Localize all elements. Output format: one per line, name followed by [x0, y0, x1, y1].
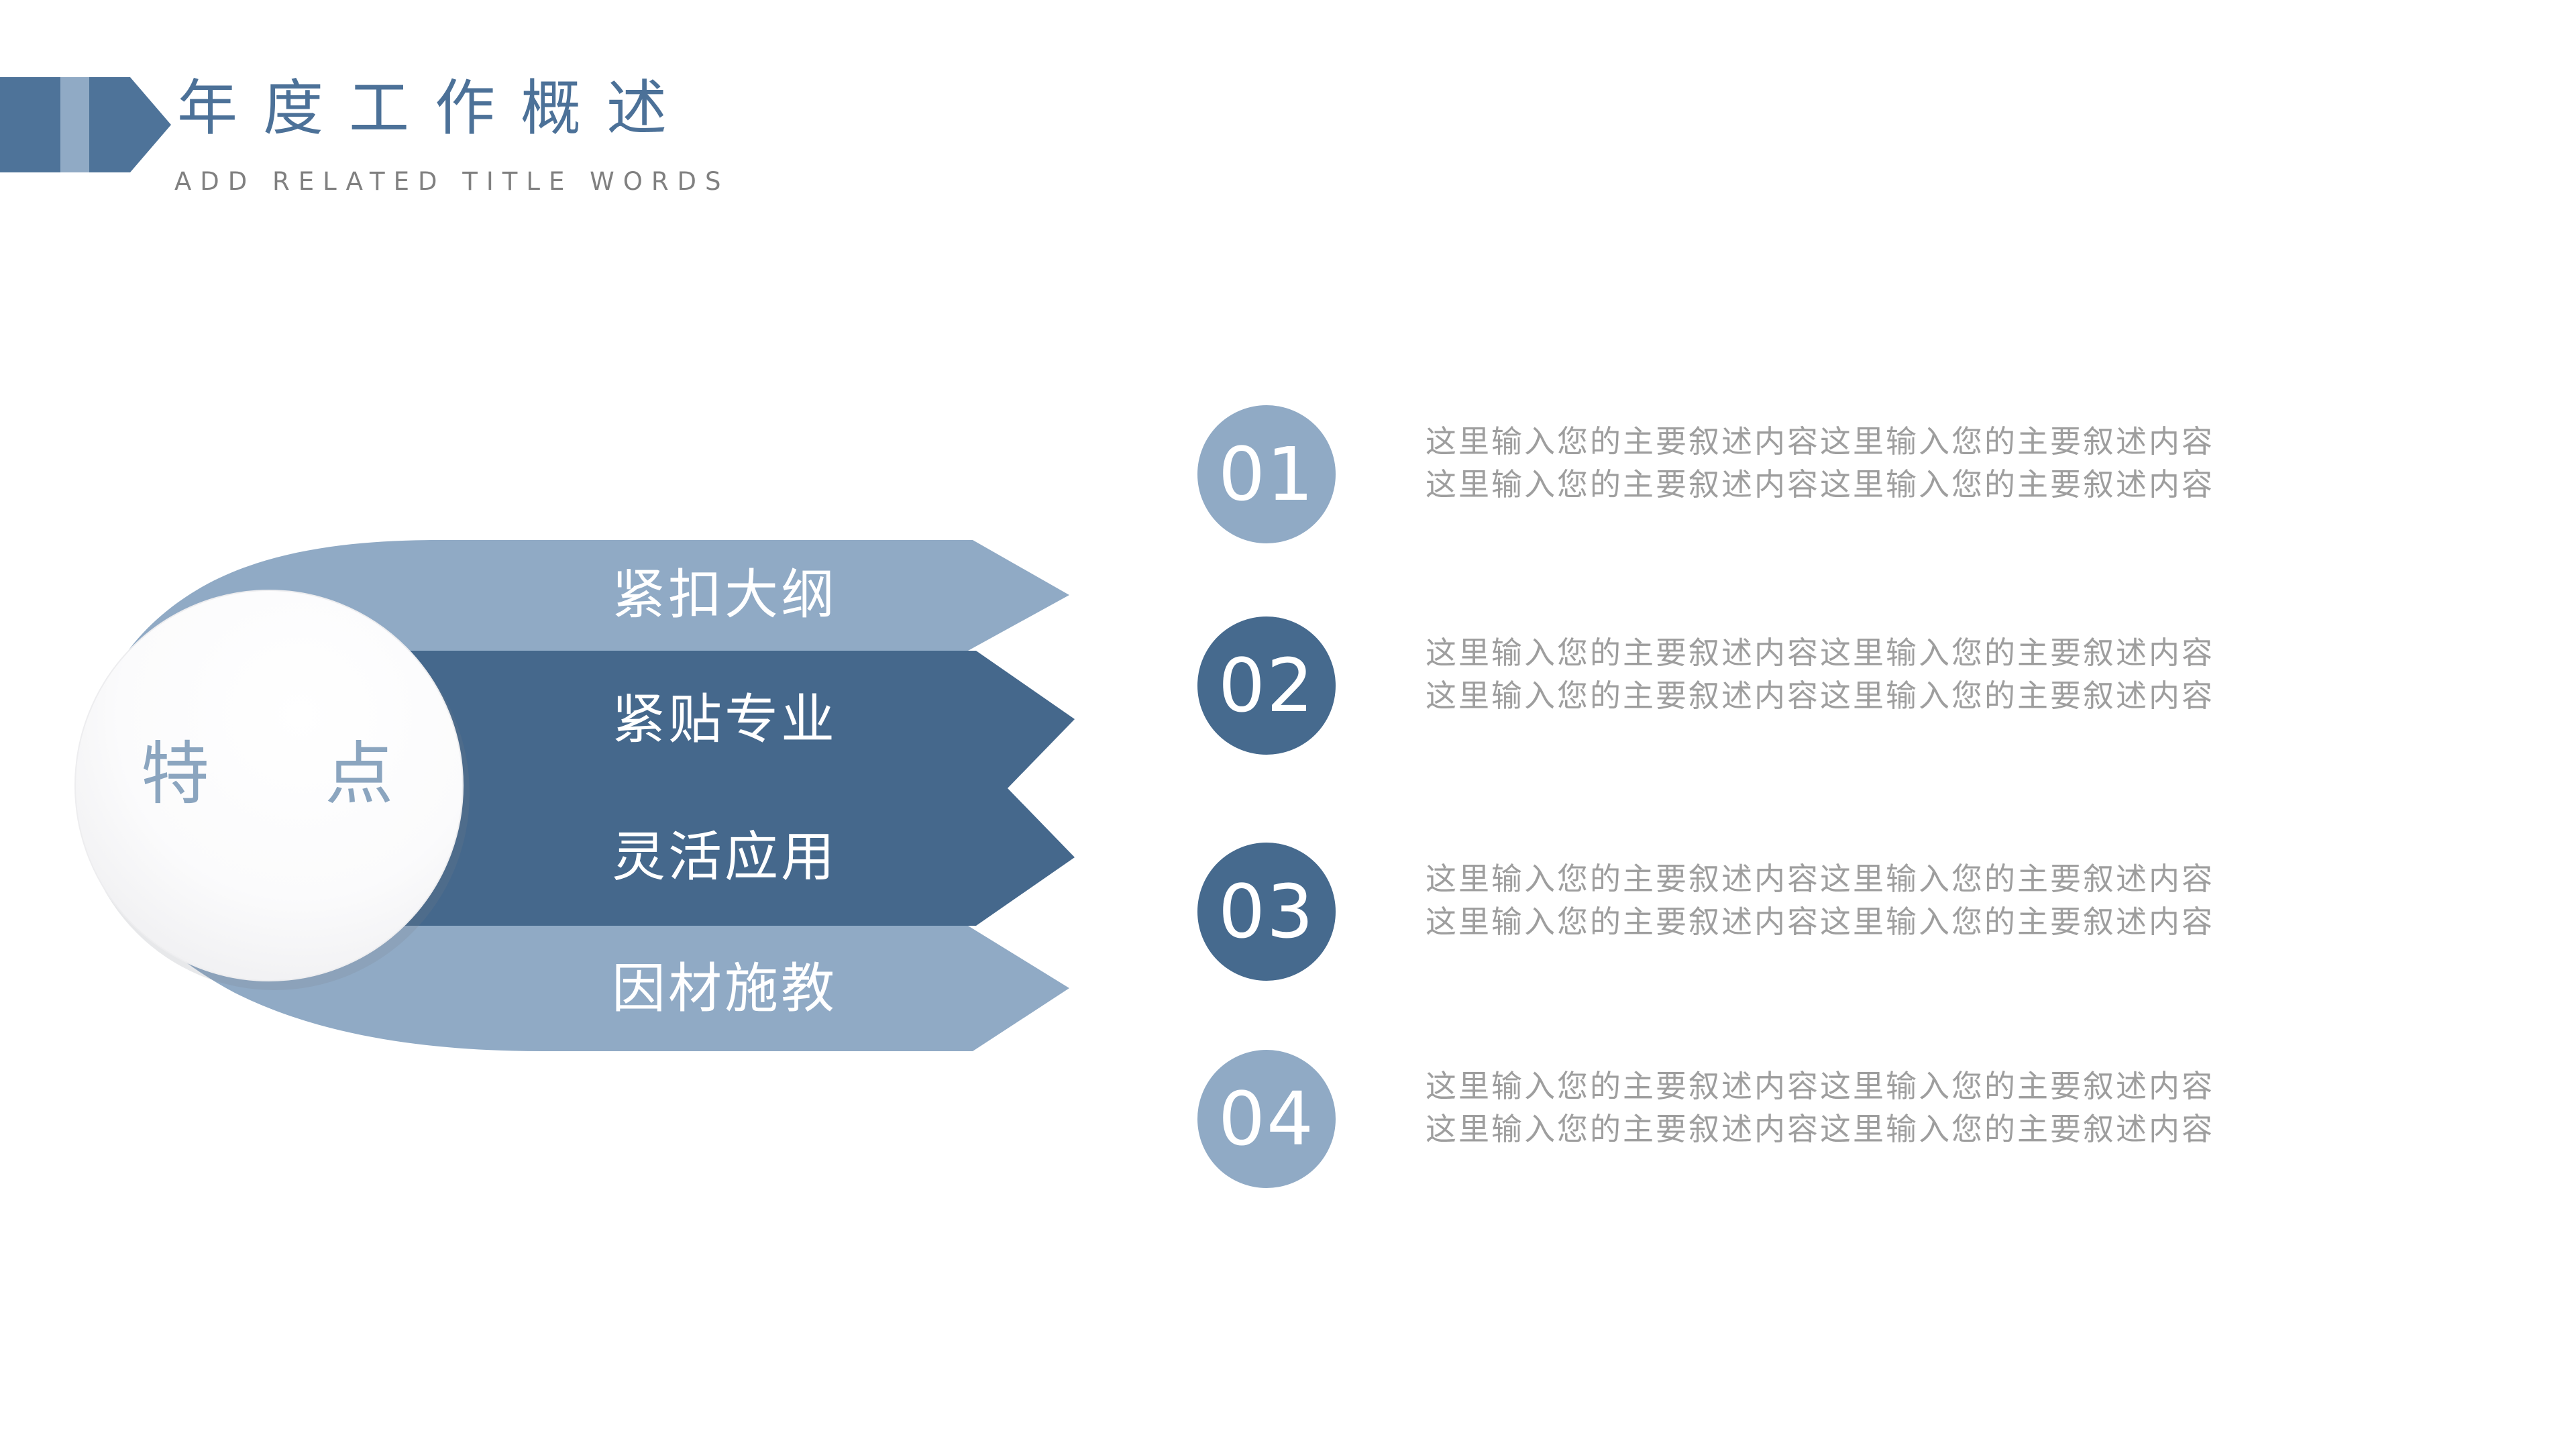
item-text-line: 这里输入您的主要叙述内容这里输入您的主要叙述内容 [1426, 466, 2214, 502]
hub-label: 特 点 [141, 735, 441, 814]
item-text-line: 这里输入您的主要叙述内容这里输入您的主要叙述内容 [1426, 635, 2214, 671]
item-text-line: 这里输入您的主要叙述内容这里输入您的主要叙述内容 [1426, 678, 2214, 714]
item-text-line: 这里输入您的主要叙述内容这里输入您的主要叙述内容 [1426, 1068, 2214, 1104]
banner-label-1: 紧扣大纲 [612, 564, 837, 626]
item-number-badge-3: 03 [1197, 843, 1336, 981]
header-deco-square [0, 77, 60, 172]
dark-banner-shape [349, 651, 1075, 926]
hub-circle [74, 590, 464, 981]
page-title: 年度工作概述 [177, 73, 692, 144]
item-text-line: 这里输入您的主要叙述内容这里输入您的主要叙述内容 [1426, 861, 2214, 897]
banner-label-2: 紧贴专业 [612, 688, 837, 751]
item-text-line: 这里输入您的主要叙述内容这里输入您的主要叙述内容 [1426, 904, 2214, 940]
banner-label-4: 因材施教 [612, 957, 837, 1020]
header-deco-stripe [60, 77, 89, 172]
item-number-badge-4: 04 [1197, 1050, 1336, 1188]
item-text-line: 这里输入您的主要叙述内容这里输入您的主要叙述内容 [1426, 1111, 2214, 1147]
item-number-badge-2: 02 [1197, 616, 1336, 755]
page-subtitle: ADD RELATED TITLE WORDS [174, 167, 730, 196]
banner-label-3: 灵活应用 [612, 826, 837, 888]
item-text-line: 这里输入您的主要叙述内容这里输入您的主要叙述内容 [1426, 423, 2214, 460]
item-number-badge-1: 01 [1197, 405, 1336, 543]
